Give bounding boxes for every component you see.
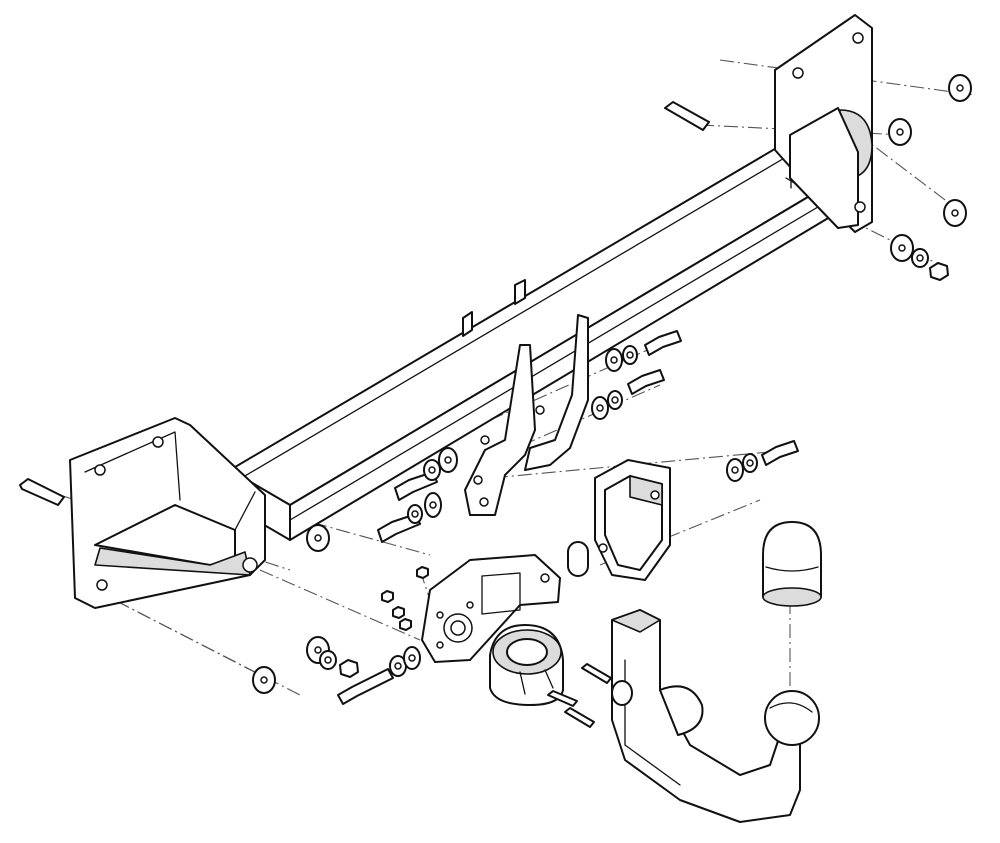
nut <box>416 566 429 579</box>
nut <box>339 659 359 678</box>
socket-mounting-bracket <box>421 554 561 663</box>
nuts <box>339 262 949 678</box>
bolt <box>547 690 578 707</box>
bolt <box>564 707 595 728</box>
bolt <box>19 478 65 506</box>
bolt <box>761 440 799 466</box>
washers <box>252 74 972 694</box>
bolts <box>19 101 799 728</box>
nut <box>929 262 949 281</box>
electrical-socket <box>489 624 564 706</box>
left-mounting-plate <box>69 417 266 609</box>
nut <box>381 590 394 603</box>
right-mounting-plate <box>774 14 873 233</box>
bolt <box>644 330 682 356</box>
nut <box>392 606 405 619</box>
bolt <box>581 663 612 684</box>
tow-bar-crossbeam <box>229 139 851 541</box>
tow-ball-cap <box>762 521 822 607</box>
detachable-ball-neck <box>611 609 820 823</box>
bolt <box>337 668 394 705</box>
ball-neck-receiver <box>567 459 671 581</box>
center-support-brackets <box>462 279 589 516</box>
tow-ball <box>764 690 820 746</box>
nut <box>399 618 412 631</box>
spacer-tube <box>567 541 589 577</box>
bolt <box>664 101 710 131</box>
bolt <box>627 369 665 395</box>
bolt <box>394 471 438 501</box>
